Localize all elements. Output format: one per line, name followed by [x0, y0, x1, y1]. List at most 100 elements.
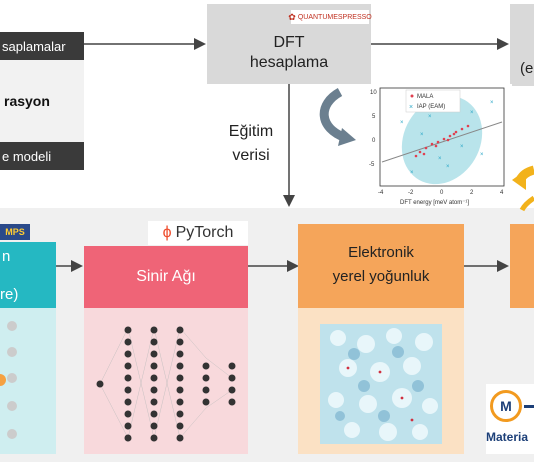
curved-arrow-gray-head	[338, 128, 356, 146]
mala-point	[454, 130, 458, 134]
mala-point	[442, 137, 446, 141]
nn-layer-4	[176, 326, 184, 442]
quantum-espresso-text: QUANTUMESPRESSO	[297, 13, 372, 21]
ldos-box: Elektronik yerel yoğunluk	[298, 224, 464, 308]
nn-diagram	[96, 326, 236, 442]
dft-subtitle: hesaplama	[249, 54, 329, 71]
mala-point	[414, 154, 418, 158]
mala-logo-letter: M	[500, 398, 512, 414]
ldos-panel	[298, 308, 464, 454]
top-left-box-2: rasyon	[0, 60, 84, 142]
mala-point	[430, 142, 434, 146]
density-valleys	[335, 346, 424, 422]
mala-point	[436, 140, 440, 144]
nn-layer-5	[202, 362, 210, 406]
atoms-svg	[0, 321, 17, 439]
training-label-line2: verisi	[232, 147, 270, 164]
atoms-panel	[0, 308, 56, 454]
y-tick: -5	[369, 162, 375, 168]
mala-point	[446, 138, 450, 142]
quantum-espresso-logo: ✿ QUANTUMESPRESSO	[288, 10, 372, 24]
lammps-badge-text: MPS	[5, 227, 25, 237]
fit-line	[381, 121, 503, 163]
mala-point	[448, 134, 452, 138]
nn-connections	[99, 327, 233, 439]
curved-arrow-yellow-2	[519, 195, 534, 212]
neural-network-box: Sinir Ağı	[84, 246, 248, 308]
atom	[7, 429, 17, 439]
mala-logo-circle: M	[490, 390, 522, 422]
legend-box	[405, 89, 461, 113]
ion-markers	[346, 366, 414, 422]
training-data-label: Eğitim verisi	[214, 120, 288, 168]
atom-highlight	[0, 374, 6, 386]
teal-box-line2: re)	[0, 286, 19, 303]
ldos-line1: Elektronik	[348, 244, 414, 261]
nn-layer-3	[150, 326, 158, 442]
mala-logo: M Materia	[486, 384, 534, 454]
iap-point: ×	[428, 114, 432, 120]
iap-point: ×	[438, 156, 442, 162]
iap-point: ×	[420, 132, 424, 138]
top-left-label-2: rasyon	[4, 93, 50, 109]
right-top-box: (e	[510, 4, 534, 86]
atom	[7, 347, 17, 357]
dft-title: DFT	[273, 34, 305, 51]
iap-point: ×	[410, 170, 414, 176]
nn-layer-2	[124, 326, 132, 442]
mala-points	[414, 124, 470, 158]
legend-iap-marker: ×	[409, 104, 413, 111]
curved-arrow-gray	[319, 88, 348, 143]
parity-plot: × × × × × × × × × × MALA × IAP (EAM) 10 5 0 -…	[350, 84, 512, 208]
atom	[7, 401, 17, 411]
teal-box: n re)	[0, 242, 56, 308]
legend-mala-marker	[410, 94, 414, 98]
dft-box: ✿ QUANTUMESPRESSO DFT hesaplama	[207, 4, 372, 84]
neural-network-panel	[84, 308, 248, 454]
iap-point: ×	[460, 144, 464, 150]
y-tick: 5	[372, 114, 376, 120]
parity-plot-svg: × × × × × × × × × × MALA × IAP (EAM) 10 5 0 -…	[369, 87, 505, 206]
mala-logo-text: Materia	[486, 430, 529, 444]
mala-point	[424, 146, 428, 150]
mala-point	[418, 150, 422, 154]
x-axis-label: DFT energy [meV atom⁻¹]	[400, 200, 469, 206]
top-left-label-3: e modeli	[2, 148, 52, 164]
teal-box-line1: n	[2, 248, 11, 265]
training-label-line1: Eğitim	[228, 123, 274, 140]
iap-point: ×	[400, 120, 404, 126]
curved-arrow-yellow-head	[512, 170, 526, 190]
y-tick: 10	[370, 90, 377, 96]
iap-point: ×	[470, 110, 474, 116]
pytorch-flame-icon: ϕ	[162, 224, 172, 241]
mala-logo-dash	[524, 405, 534, 408]
ldos-image	[320, 324, 442, 444]
lammps-badge: MPS	[0, 224, 30, 240]
neural-network-label: Sinir Ağı	[136, 268, 196, 285]
x-tick: 2	[470, 190, 474, 196]
iap-point: ×	[490, 100, 494, 106]
x-tick: -2	[408, 190, 414, 196]
mala-point	[422, 152, 426, 156]
confidence-ellipse	[401, 95, 483, 185]
nn-layer-1	[96, 380, 104, 388]
x-tick: -4	[378, 190, 384, 196]
top-left-box-1: saplamalar	[0, 32, 84, 60]
top-left-box-3: e modeli	[0, 142, 84, 170]
x-tick: 4	[500, 190, 504, 196]
atom	[7, 373, 17, 383]
iap-point: ×	[446, 164, 450, 170]
mala-point	[452, 132, 456, 136]
right-top-label: (e	[520, 60, 534, 77]
y-tick: 0	[372, 138, 376, 144]
iap-point: ×	[480, 152, 484, 158]
atom	[7, 321, 17, 331]
pytorch-logo-text: PyTorch	[175, 224, 234, 241]
top-left-label-1: saplamalar	[2, 38, 66, 54]
mala-point	[466, 124, 470, 128]
legend-mala: MALA	[417, 94, 433, 100]
legend-iap: IAP (EAM)	[417, 104, 445, 110]
mala-point	[460, 127, 464, 131]
right-orange-box	[510, 224, 534, 308]
